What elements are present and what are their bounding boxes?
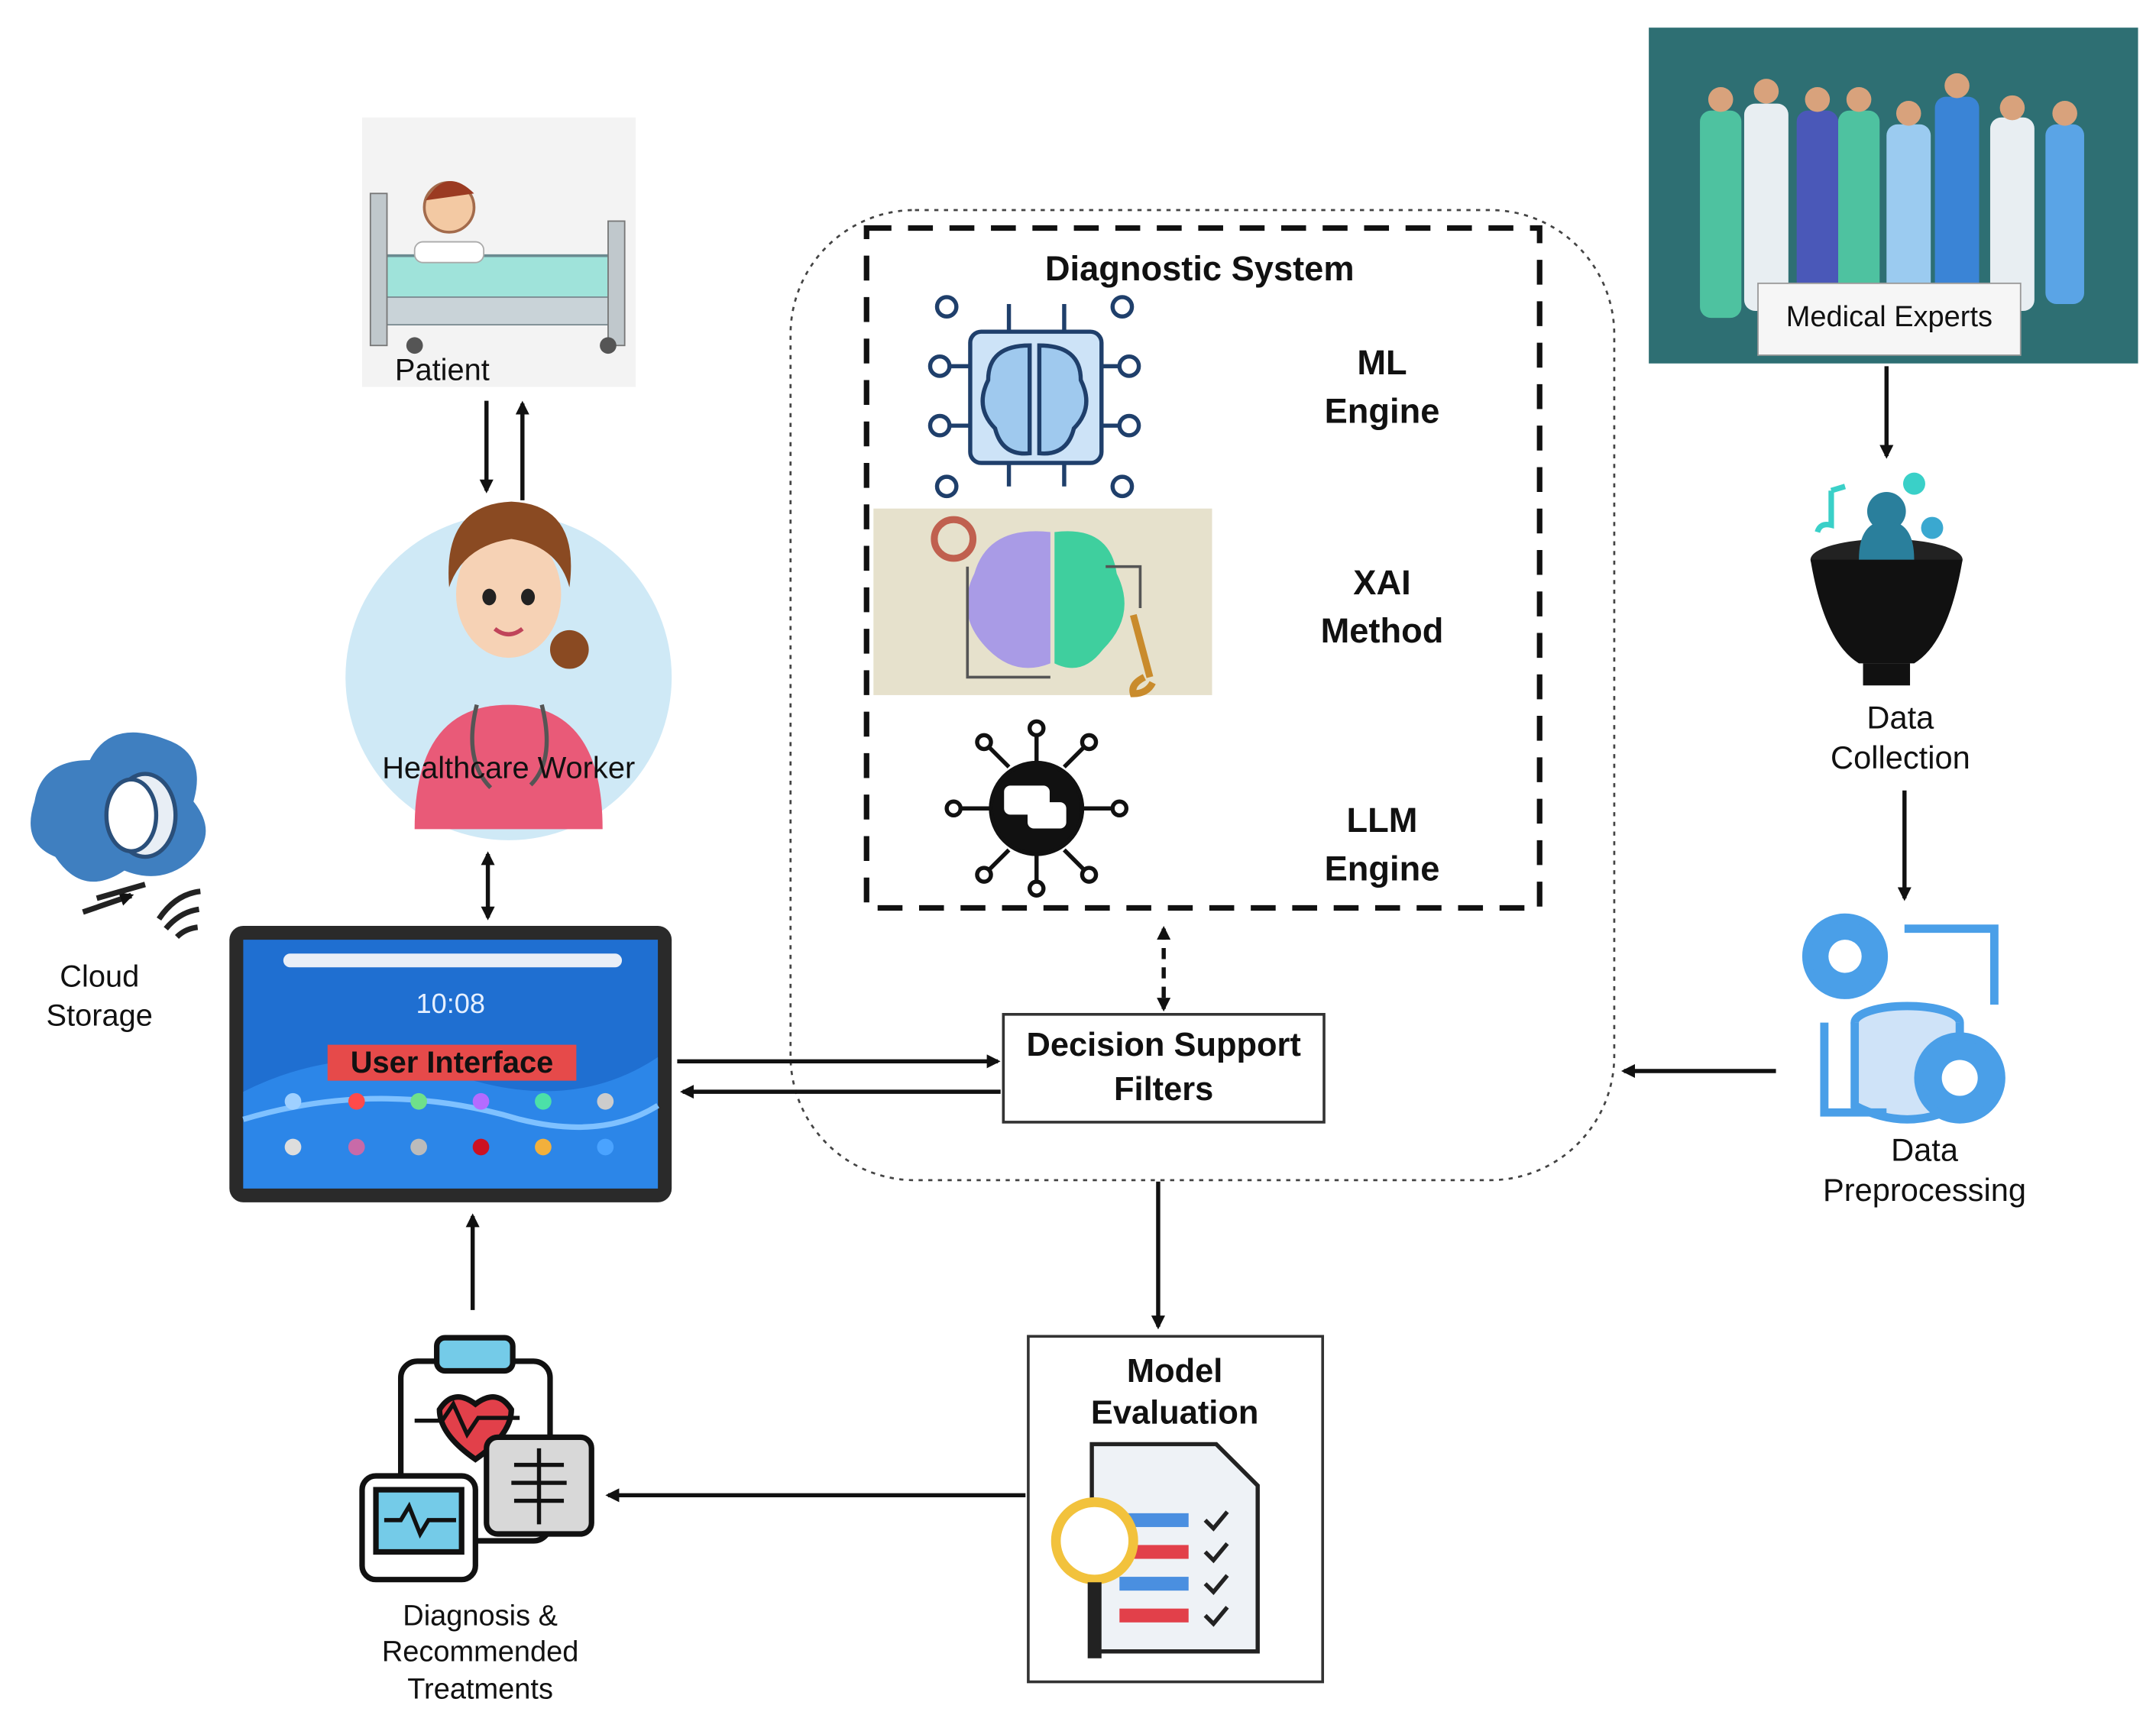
healthcare-worker-label: Healthcare Worker [382, 750, 636, 785]
data-collection-icon [1810, 472, 1963, 686]
model-evaluation-icon [1050, 1442, 1260, 1658]
decision-region-outline [789, 209, 1616, 1182]
user-interface-label: User Interface [350, 1044, 554, 1079]
llm-engine-label: LLM Engine [1324, 801, 1440, 889]
decision-support-filters-box: Decision Support Filters [1002, 1012, 1326, 1124]
tablet-clock: 10:08 [416, 989, 486, 1021]
cloud-storage-icon [31, 732, 206, 940]
data-preprocessing-label: Data Preprocessing [1823, 1131, 2027, 1208]
cloud-storage-label: Cloud Storage [46, 959, 153, 1032]
xai-method-icon [873, 508, 1212, 697]
healthcare-worker-icon [345, 501, 672, 840]
medical-experts-image [1649, 28, 2138, 364]
tablet-user-interface [229, 926, 672, 1202]
data-collection-label: Data Collection [1831, 699, 1970, 775]
ml-engine-icon [927, 295, 1141, 499]
diagnosis-clipboard-icon [359, 1335, 594, 1583]
diagnosis-label: Diagnosis & Recommended Treatments [381, 1600, 579, 1705]
diagnostic-system-title: Diagnostic System [1044, 250, 1355, 290]
decision-support-label: Decision Support Filters [1026, 1026, 1301, 1108]
patient-bed-icon [361, 117, 636, 387]
llm-engine-icon [944, 719, 1129, 898]
diagnostic-system-box [863, 225, 1543, 911]
xai-method-label: XAI Method [1320, 564, 1444, 652]
ml-engine-label: ML Engine [1324, 344, 1440, 432]
patient-label: Patient [394, 352, 490, 387]
medical-experts-label: Medical Experts [1785, 301, 1993, 333]
data-preprocessing-icon [1802, 913, 2005, 1124]
model-evaluation-label: Model Evaluation [1090, 1353, 1259, 1432]
flow-arrows [465, 366, 1912, 1503]
